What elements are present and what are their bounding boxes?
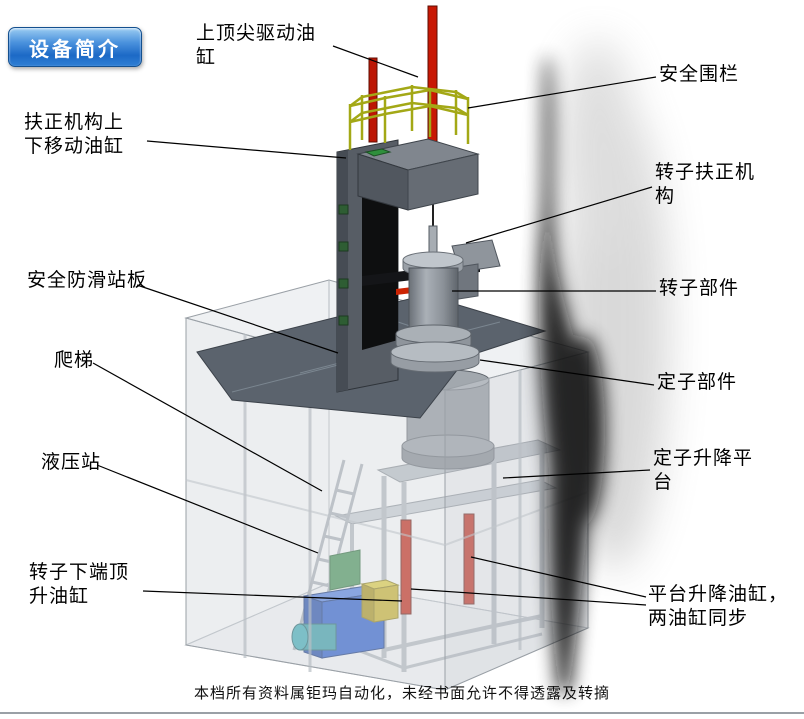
top-drive-cylinder-rods xyxy=(368,5,438,153)
callout-rotor-centering: 转子扶正机 构 xyxy=(655,162,756,207)
confidentiality-note: 本档所有资料属钜玛自动化，未经书面允许不得透露及转摘 xyxy=(193,685,610,702)
callout-top-spindle-cylinder: 上顶尖驱动油 缸 xyxy=(196,23,317,68)
callout-stator-component: 定子部件 xyxy=(657,372,738,393)
callout-ladder: 爬梯 xyxy=(54,350,95,371)
leader-platform-cylinder-1 xyxy=(470,556,647,598)
device-intro-badge: 设备简介 xyxy=(8,27,142,67)
callout-rotor-jack-cylinder: 转子下端顶 升油缸 xyxy=(29,562,130,607)
callout-rotor-component: 转子部件 xyxy=(659,278,740,299)
leader-stator-component xyxy=(479,359,655,386)
leader-stator-lift-platform xyxy=(502,469,651,479)
rotor-assembly-graphic xyxy=(390,225,480,373)
press-head xyxy=(356,138,480,211)
safety-railing-graphic xyxy=(348,85,470,150)
leader-lines xyxy=(92,45,657,606)
callout-hydraulic-station: 液压站 xyxy=(41,452,102,473)
shadow-smudge xyxy=(538,40,669,692)
callout-centering-cylinder: 扶正机构上 下移动油缸 xyxy=(24,112,125,157)
callout-platform-cylinders: 平台升降油缸， 两油缸同步 xyxy=(648,584,789,629)
callout-safety-fence: 安全围栏 xyxy=(659,64,740,85)
leader-safety-fence xyxy=(467,76,657,109)
leader-antislip-board xyxy=(136,284,339,354)
callout-stator-lift-platform: 定子升降平 台 xyxy=(653,448,754,493)
leader-rotor-jack-cylinder xyxy=(142,590,403,602)
leader-ladder xyxy=(92,362,323,492)
leader-rotor-centering xyxy=(465,186,653,244)
leader-centering-cylinder xyxy=(146,140,347,159)
callout-antislip-board: 安全防滑站板 xyxy=(27,270,148,291)
leader-hydraulic-station xyxy=(96,464,319,554)
device-intro-badge-label: 设备简介 xyxy=(29,38,121,61)
leader-top-spindle-cylinder xyxy=(332,45,419,78)
leader-platform-cylinder-2 xyxy=(410,588,647,606)
